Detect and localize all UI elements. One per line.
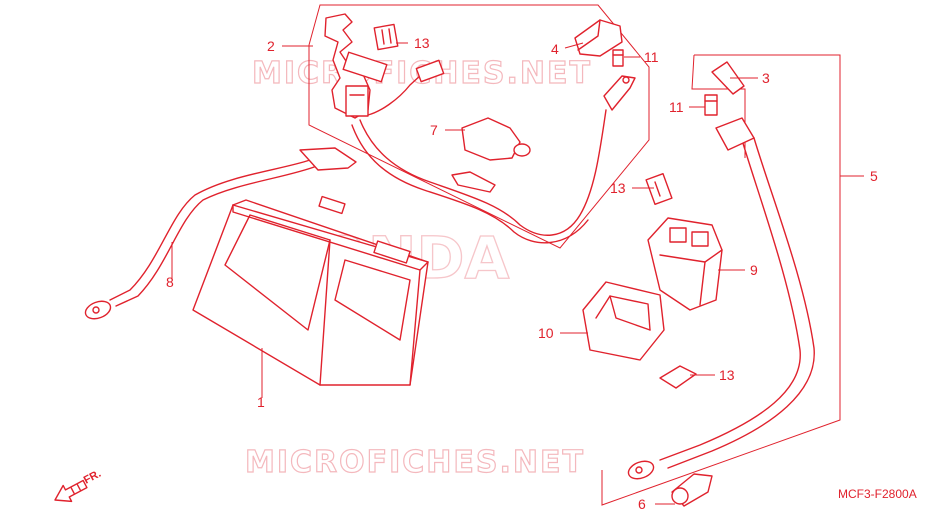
front-direction-arrow (54, 479, 88, 503)
starter-cable-part-5 (627, 117, 815, 480)
fuse-part-13-bottom (659, 365, 697, 389)
relay-holder-part-10 (582, 281, 665, 361)
callout-10: 10 (538, 325, 554, 341)
callout-3: 3 (762, 70, 770, 86)
callout-13-middle: 13 (610, 180, 626, 196)
callout-5: 5 (870, 168, 878, 184)
starter-relay-part-9 (647, 217, 723, 311)
terminal-cover-part-4 (574, 19, 623, 57)
callout-1: 1 (257, 394, 265, 410)
cable-group-bracket (601, 54, 841, 506)
terminal-cap-part-6 (671, 473, 713, 507)
bolt-part-11-right (704, 94, 718, 116)
leader-lines (171, 42, 864, 505)
wire-harness (351, 59, 636, 244)
cap-part-3 (711, 61, 745, 95)
fuse-part-13-middle (645, 173, 673, 205)
callout-11-top: 11 (644, 49, 659, 65)
front-direction-label: FR. (82, 468, 103, 487)
figure-code: MCF3-F2800A (838, 487, 917, 501)
callout-2: 2 (267, 38, 275, 54)
terminal-cap-part-7 (461, 117, 531, 161)
bolt-part-11-top (612, 49, 624, 67)
callout-6: 6 (638, 496, 646, 512)
watermark-bottom: MICROFICHES.NET (245, 445, 585, 480)
callout-13-bottom: 13 (719, 367, 735, 383)
harness-group-bracket (308, 4, 650, 249)
battery-part-1 (192, 195, 429, 386)
battery-cable-part-8 (84, 147, 357, 320)
fuse-holder-part-2 (324, 13, 388, 119)
callout-9: 9 (750, 262, 758, 278)
fuse-part-13-top (373, 23, 399, 51)
callout-13-top: 13 (414, 35, 430, 51)
callout-7: 7 (430, 122, 438, 138)
callout-4: 4 (551, 41, 559, 57)
callout-11-right: 11 (669, 99, 684, 115)
callout-8: 8 (166, 274, 174, 290)
